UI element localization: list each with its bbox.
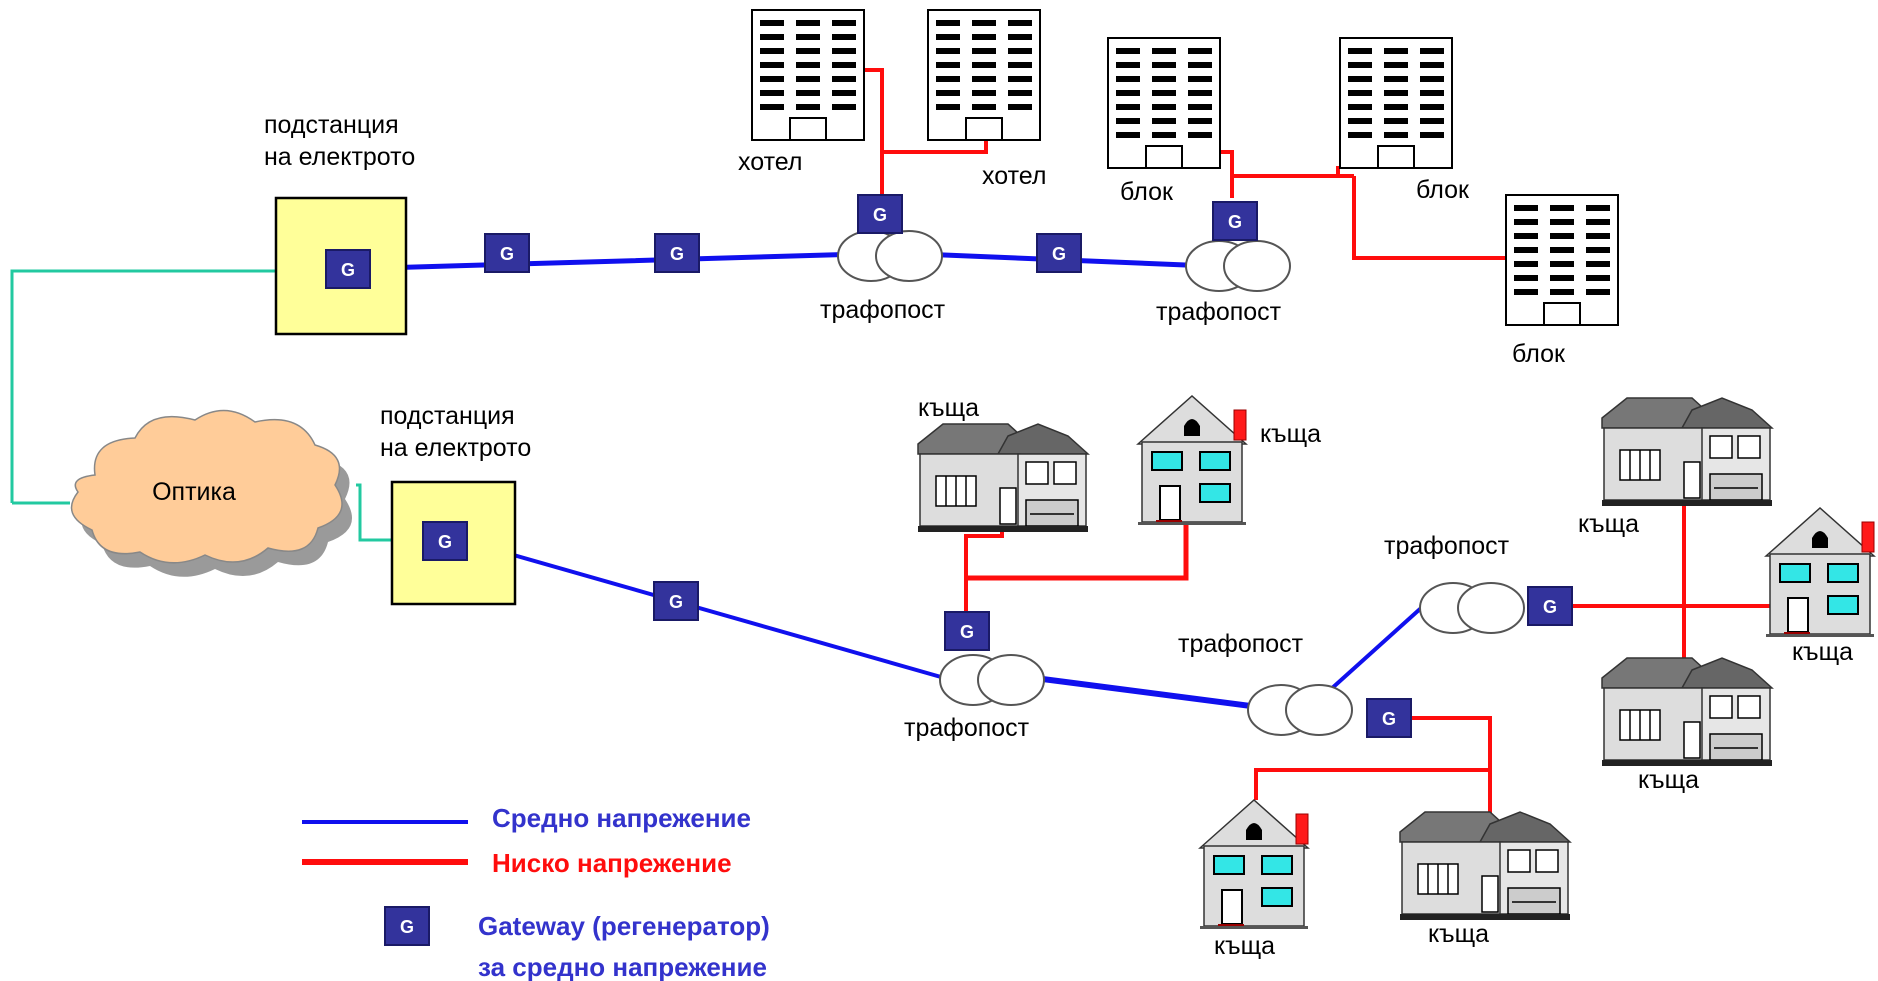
- gateway-sub1: G: [325, 249, 371, 289]
- transformer-3-label: трафопост: [904, 714, 1030, 742]
- transformer-post-5: [1419, 582, 1525, 634]
- house-5-label: къща: [1638, 766, 1699, 794]
- low-voltage-lines: [864, 68, 1772, 828]
- gateway-mv-2-letter: G: [670, 244, 684, 264]
- mv-line-tp3-tp4: [1001, 671, 1277, 712]
- gateway-mv-4-letter: G: [669, 592, 683, 612]
- gateway-tp4-letter: G: [1382, 709, 1396, 729]
- mv-line-sub1-tp1: [343, 251, 865, 272]
- hotel-2-label: хотел: [982, 162, 1046, 190]
- gateway-houses-mid-letter: G: [960, 622, 974, 642]
- house-7-label: къща: [1428, 920, 1489, 948]
- legend-gateway-letter: G: [400, 917, 414, 937]
- house-3-label: къща: [1578, 510, 1639, 538]
- gateway-mv-4: G: [653, 581, 699, 621]
- legend-low-voltage-label: Ниско напрежение: [492, 848, 732, 878]
- gateway-mv-3-letter: G: [1052, 244, 1066, 264]
- gateway-mv-1: G: [484, 233, 530, 273]
- optics-label: Оптика: [152, 478, 236, 506]
- house-gable-1: [1137, 395, 1247, 526]
- gateway-sub1-letter: G: [341, 260, 355, 280]
- legend-gateway-label-line1: Gateway (регенератор): [478, 911, 770, 941]
- legend: Средно напрежение Ниско напрежение G Gat…: [302, 803, 770, 981]
- legend-medium-voltage-label: Средно напрежение: [492, 803, 751, 833]
- apartment-block-3: [1505, 194, 1619, 326]
- gateway-sub2: G: [422, 521, 468, 561]
- gateway-mv-1-letter: G: [500, 244, 514, 264]
- transformer-post-3: [939, 654, 1045, 706]
- gateways: G G G G G G G G G G G: [325, 194, 1573, 738]
- block-3-label: блок: [1512, 340, 1566, 368]
- lv-line-blocks-branch: [1352, 176, 1508, 260]
- house-wide-2: [1601, 397, 1773, 507]
- transformer-4-label: трафопост: [1178, 630, 1304, 658]
- transformer-2-label: трафопост: [1156, 298, 1282, 326]
- transformer-post-2: [1185, 240, 1291, 292]
- lv-line-blocks-bus: [1232, 166, 1340, 178]
- block-1-label: блок: [1120, 178, 1174, 206]
- house-wide-4: [1399, 811, 1571, 921]
- gateway-tp4: G: [1366, 698, 1412, 738]
- lv-line-houses-mid-bus: [966, 522, 1189, 581]
- house-2-label: къща: [1260, 420, 1321, 448]
- hotel-1-label: хотел: [738, 148, 802, 176]
- house-wide-3: [1601, 657, 1773, 767]
- substation-1-label-line1: подстанция: [264, 111, 399, 139]
- transformer-5-label: трафопост: [1384, 532, 1510, 560]
- transformer-post-4: [1247, 684, 1353, 736]
- gateway-hotels: G: [857, 194, 903, 234]
- gateway-blocks-letter: G: [1228, 212, 1242, 232]
- node-labels: подстанция на електрото подстанция на ел…: [264, 111, 1853, 960]
- lv-line-blocks: [1218, 150, 1234, 198]
- legend-gateway-label-line2: за средно напрежение: [478, 952, 767, 981]
- apartment-block-2: [1339, 37, 1453, 169]
- lv-line-houses-mid: [964, 526, 1004, 612]
- house-gable-3: [1199, 799, 1309, 930]
- optics-cloud: Оптика: [70, 409, 353, 577]
- gateway-hotels-letter: G: [873, 205, 887, 225]
- hotel-building-2: [927, 9, 1041, 141]
- gateway-mv-2: G: [654, 233, 700, 273]
- hotel-building-1: [751, 9, 865, 141]
- house-gable-2: [1765, 507, 1875, 638]
- gateway-tp5: G: [1527, 586, 1573, 626]
- fiber-link-upper: [10, 269, 346, 503]
- apartment-block-1: [1107, 37, 1221, 169]
- block-2-label: блок: [1416, 176, 1470, 204]
- mv-line-tp4-tp5: [1328, 598, 1432, 692]
- transformer-post-1: [837, 230, 943, 282]
- house-wide-1: [917, 423, 1089, 533]
- house-6-label: къща: [1214, 932, 1275, 960]
- transformer-1-label: трафопост: [820, 296, 946, 324]
- lv-line-tp4-houses: [1408, 716, 1492, 828]
- substation-1-label-line2: на електрото: [264, 143, 415, 171]
- gateway-blocks: G: [1212, 201, 1258, 241]
- legend-gateway-icon: G: [384, 906, 430, 946]
- gateway-mv-3: G: [1036, 233, 1082, 273]
- gateway-houses-mid: G: [944, 611, 990, 651]
- substation-2-label-line1: подстанция: [380, 402, 515, 430]
- substation-2-label-line2: на електрото: [380, 434, 531, 462]
- gateway-sub2-letter: G: [438, 532, 452, 552]
- optics-cloud-body: [70, 409, 343, 564]
- gateway-tp5-letter: G: [1543, 597, 1557, 617]
- lv-line-tp4-house-left: [1254, 768, 1490, 800]
- house-1-label: къща: [918, 394, 979, 422]
- house-4-label: къща: [1792, 638, 1853, 666]
